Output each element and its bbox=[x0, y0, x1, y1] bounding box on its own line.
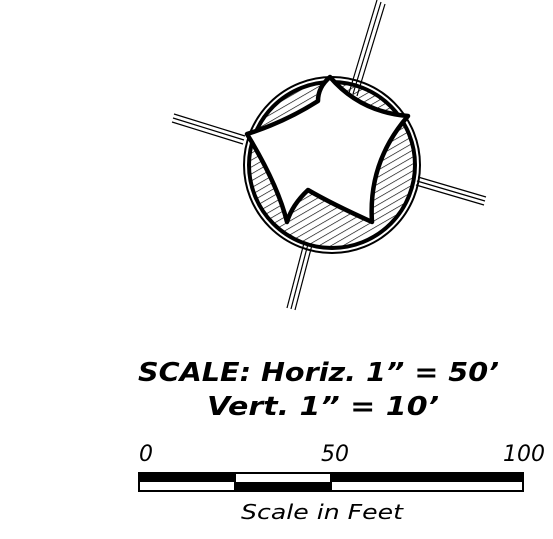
scale-note-line-2: Vert. 1” = 10’ bbox=[207, 392, 439, 422]
scale-segment-2-top bbox=[331, 473, 523, 482]
scale-tick-label-0: 0 bbox=[139, 442, 153, 467]
scale-segment-2-bottom bbox=[331, 482, 523, 491]
axis-line-west bbox=[171, 113, 246, 145]
scale-segment-1-top bbox=[235, 473, 331, 482]
scale-segment-0-top bbox=[139, 473, 235, 482]
scale-caption: Scale in Feet bbox=[241, 500, 404, 524]
scale-note-line-1: SCALE: Horiz. 1” = 50’ bbox=[138, 358, 499, 388]
scale-segment-1-bottom bbox=[235, 482, 331, 491]
scale-tick-label-100: 100 bbox=[503, 442, 545, 467]
axis-line-north bbox=[348, 0, 386, 97]
arrow-head-shape bbox=[244, 74, 411, 225]
scale-note: SCALE: Horiz. 1” = 50’ Vert. 1” = 10’ bbox=[138, 358, 499, 422]
axis-line-east bbox=[415, 176, 487, 206]
scale-segment-0-bottom bbox=[139, 482, 235, 491]
scale-tick-label-50: 50 bbox=[321, 442, 349, 467]
north-arrow-icon bbox=[171, 0, 487, 311]
axis-line-south bbox=[286, 242, 313, 311]
